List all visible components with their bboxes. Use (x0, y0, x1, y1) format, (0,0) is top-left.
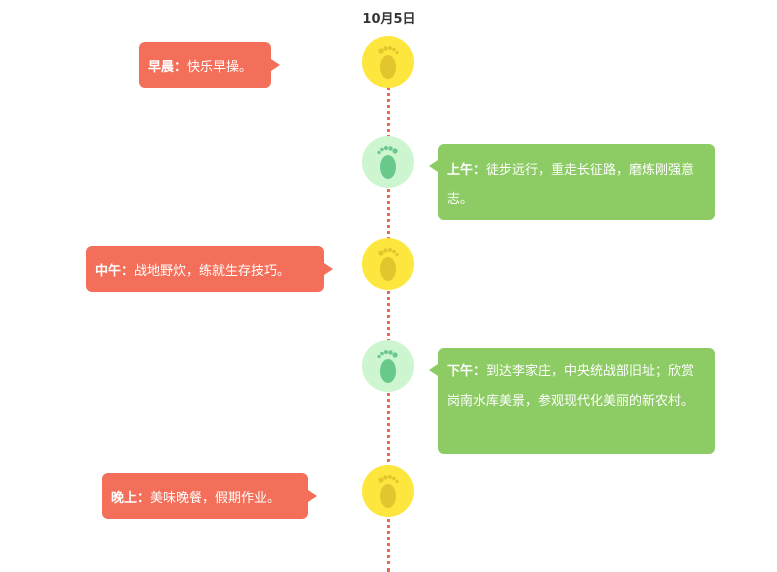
timeline-line (387, 62, 390, 572)
event-text: 美味晚餐，假期作业。 (150, 491, 281, 506)
event-text: 徒步远行，重走长征路，磨炼刚强意志。 (447, 163, 695, 207)
event-bubble-noon: 中午：战地野炊，练就生存技巧。 (86, 246, 333, 292)
timeline-node-evening (362, 465, 414, 517)
timeline-node-noon (362, 238, 414, 290)
event-text: 战地野炊，练就生存技巧。 (134, 264, 291, 279)
event-label: 早晨： (148, 60, 188, 75)
event-bubble-forenoon: 上午：徒步远行，重走长征路，磨炼刚强意志。 (429, 144, 715, 220)
event-bubble-afternoon: 下午：到达李家庄，中央统战部旧址；欣赏岗南水库美景，参观现代化美丽的新农村。 (429, 348, 715, 454)
timeline-node-forenoon (362, 136, 414, 188)
footprint-icon (377, 146, 398, 179)
event-label: 中午： (95, 264, 135, 279)
footprint-icon (378, 46, 399, 79)
event-bubble-evening: 晚上：美味晚餐，假期作业。 (102, 473, 317, 519)
event-text: 快乐早操。 (187, 60, 253, 75)
event-label: 下午： (447, 364, 487, 379)
event-label: 晚上： (111, 491, 151, 506)
footprint-icon (377, 350, 398, 383)
date-title: 10月5日 (362, 12, 416, 27)
footprint-icon (378, 475, 399, 508)
event-text: 到达李家庄，中央统战部旧址；欣赏岗南水库美景，参观现代化美丽的新农村。 (447, 364, 695, 409)
timeline-node-morning (362, 36, 414, 88)
timeline-node-afternoon (362, 340, 414, 392)
event-bubble-morning: 早晨：快乐早操。 (139, 42, 280, 88)
footprint-icon (378, 248, 399, 281)
event-label: 上午： (447, 163, 487, 178)
